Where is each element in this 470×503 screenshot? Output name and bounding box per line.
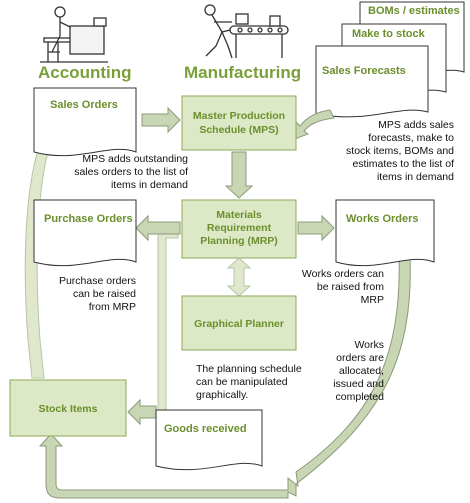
sales-forecasts-document: Sales Forecasts bbox=[315, 45, 429, 118]
svg-text:items in demand: items in demand bbox=[377, 171, 454, 183]
accounting-heading: Accounting bbox=[38, 63, 132, 82]
svg-text:estimates to the list of: estimates to the list of bbox=[352, 158, 454, 170]
sales-orders-document: Sales Orders bbox=[33, 87, 137, 157]
svg-text:forecasts, make to: forecasts, make to bbox=[368, 132, 454, 144]
manufacturing-heading: Manufacturing bbox=[184, 63, 301, 82]
graphical-planner-box[interactable]: Graphical Planner bbox=[181, 295, 297, 351]
svg-text:MRP: MRP bbox=[361, 294, 384, 306]
svg-text:Stock Items: Stock Items bbox=[39, 403, 98, 415]
sales-to-mps-arrow bbox=[141, 106, 181, 134]
svg-text:Purchase orders: Purchase orders bbox=[59, 275, 136, 287]
svg-text:can be manipulated: can be manipulated bbox=[196, 376, 288, 388]
svg-text:sales orders to the list of: sales orders to the list of bbox=[74, 166, 188, 178]
mrp-to-goods-arrow bbox=[157, 231, 179, 413]
svg-text:graphically.: graphically. bbox=[196, 389, 248, 401]
forecasts-to-mps-arrow bbox=[291, 109, 335, 141]
svg-text:Sales Forecasts: Sales Forecasts bbox=[322, 65, 406, 77]
svg-text:items in demand: items in demand bbox=[111, 179, 188, 191]
svg-text:allocated,: allocated, bbox=[339, 365, 384, 377]
svg-text:Requirement: Requirement bbox=[207, 222, 272, 234]
mps-forecasts-note: MPS adds sales forecasts, make to stock … bbox=[346, 119, 454, 183]
mrp-process-box[interactable]: Materials Requirement Planning (MRP) bbox=[181, 199, 297, 259]
svg-text:Purchase Orders: Purchase Orders bbox=[44, 213, 133, 225]
works-to-stock-loop-arrow bbox=[38, 255, 411, 499]
mps-process-box[interactable]: Master Production Schedule (MPS) bbox=[181, 95, 297, 151]
mps-sales-orders-note: MPS adds outstanding sales orders to the… bbox=[74, 153, 188, 191]
svg-text:completed: completed bbox=[336, 391, 385, 403]
svg-text:Works orders can: Works orders can bbox=[302, 268, 384, 280]
svg-text:issued and: issued and bbox=[333, 378, 384, 390]
svg-text:Schedule (MPS): Schedule (MPS) bbox=[199, 124, 278, 136]
svg-text:MPS adds outstanding: MPS adds outstanding bbox=[82, 153, 188, 165]
svg-text:be raised from: be raised from bbox=[317, 281, 384, 293]
mrp-planner-bidirectional-arrow bbox=[226, 257, 252, 297]
svg-text:MPS adds sales: MPS adds sales bbox=[378, 119, 454, 131]
works-orders-allocated-note: Works orders are allocated, issued and c… bbox=[333, 339, 384, 403]
svg-text:Graphical Planner: Graphical Planner bbox=[194, 318, 284, 330]
svg-text:Works: Works bbox=[354, 339, 384, 351]
goods-received-document: Goods received bbox=[155, 409, 263, 471]
purchase-orders-document: Purchase Orders bbox=[33, 199, 137, 267]
works-orders-raised-note: Works orders can be raised from MRP bbox=[302, 268, 384, 306]
mrp-to-purchase-arrow bbox=[135, 214, 181, 242]
svg-text:stock items, BOMs and: stock items, BOMs and bbox=[346, 145, 454, 157]
svg-text:BOMs / estimates: BOMs / estimates bbox=[368, 5, 460, 17]
planning-schedule-note: The planning schedule can be manipulated… bbox=[196, 363, 302, 401]
svg-text:orders are: orders are bbox=[336, 352, 384, 364]
svg-text:Sales Orders: Sales Orders bbox=[50, 99, 118, 111]
svg-text:Master Production: Master Production bbox=[193, 110, 285, 122]
purchase-orders-note: Purchase orders can be raised from MRP bbox=[59, 275, 136, 313]
svg-text:can be raised: can be raised bbox=[73, 288, 136, 300]
svg-text:Materials: Materials bbox=[216, 209, 262, 221]
svg-text:from MRP: from MRP bbox=[89, 301, 136, 313]
goods-to-stock-arrow bbox=[127, 398, 157, 426]
mrp-to-works-arrow bbox=[297, 214, 335, 242]
svg-text:Make to stock: Make to stock bbox=[352, 28, 426, 40]
svg-text:The planning schedule: The planning schedule bbox=[196, 363, 302, 375]
svg-text:Goods received: Goods received bbox=[164, 423, 247, 435]
accountant-at-desk-icon bbox=[40, 6, 108, 63]
svg-text:Planning (MRP): Planning (MRP) bbox=[200, 235, 278, 247]
mps-to-mrp-arrow bbox=[224, 151, 254, 199]
worker-at-conveyor-icon bbox=[204, 4, 289, 59]
svg-text:Works Orders: Works Orders bbox=[346, 213, 419, 225]
stock-items-box[interactable]: Stock Items bbox=[9, 379, 127, 437]
works-orders-document: Works Orders bbox=[335, 199, 435, 267]
